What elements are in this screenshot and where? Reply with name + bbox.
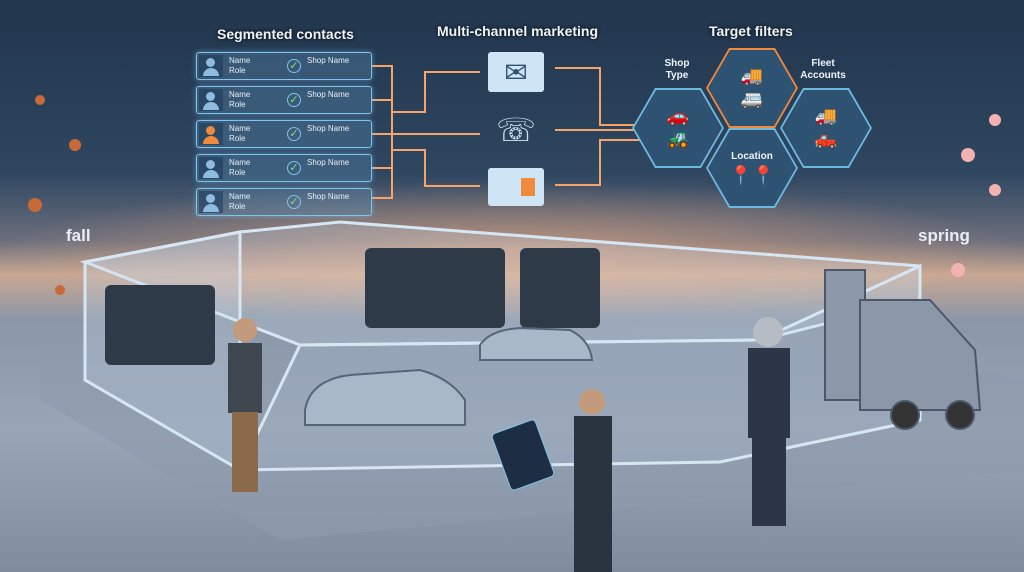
- blossoms: [951, 114, 1001, 277]
- check-icon: ✓: [287, 93, 301, 107]
- connector-lines: [372, 65, 640, 199]
- shop-name: Shop Name: [307, 158, 350, 167]
- email-icon: ✉: [488, 52, 544, 92]
- heading-segmented-contacts: Segmented contacts: [217, 26, 354, 42]
- shop-type-label: Shop Type: [664, 58, 690, 81]
- user-icon: [199, 191, 223, 213]
- tractor-icon: 🚜: [666, 129, 690, 149]
- people: [228, 317, 790, 572]
- truck-icon: 🚚: [740, 66, 764, 86]
- fleet-accounts-label: Fleet Accounts: [800, 58, 846, 81]
- user-icon: [199, 157, 223, 179]
- season-fall: fall: [66, 226, 91, 245]
- contact-role: Role: [229, 100, 246, 109]
- contact-name: Name: [229, 124, 251, 133]
- contact-name: Name: [229, 56, 251, 65]
- car-icon: 🚗: [666, 106, 690, 126]
- heading-target-filters: Target filters: [709, 23, 793, 39]
- contact-name: Name: [229, 90, 251, 99]
- map-pin-icon: 📍📍: [729, 164, 775, 185]
- contact-name: Name: [229, 158, 251, 167]
- heading-multi-channel-marketing: Multi-channel marketing: [437, 23, 599, 39]
- check-icon: ✓: [287, 195, 301, 209]
- tow-truck-icon: 🛻: [814, 129, 838, 149]
- check-icon: ✓: [287, 127, 301, 141]
- check-icon: ✓: [287, 59, 301, 73]
- contact-role: Role: [229, 168, 246, 177]
- contact-name: Name: [229, 192, 251, 201]
- location-label: Location: [731, 150, 773, 162]
- shop-name: Shop Name: [307, 56, 350, 65]
- user-icon: [199, 123, 223, 145]
- season-spring: spring: [918, 226, 970, 245]
- cars: [304, 326, 594, 426]
- mail-letter-icon: [488, 168, 544, 206]
- user-icon: [199, 89, 223, 111]
- truck-icon: 🚚: [814, 106, 838, 126]
- shop-name: Shop Name: [307, 192, 350, 201]
- leaves: [28, 95, 81, 295]
- user-icon: [199, 55, 223, 77]
- contact-role: Role: [229, 202, 246, 211]
- tire-racks: [105, 248, 600, 365]
- van-icon: 🚐: [740, 89, 764, 109]
- phone-headset-icon: ☏: [495, 112, 536, 148]
- check-icon: ✓: [287, 161, 301, 175]
- shop-name: Shop Name: [307, 124, 350, 133]
- truck: [824, 269, 982, 430]
- contact-role: Role: [229, 134, 246, 143]
- shop-name: Shop Name: [307, 90, 350, 99]
- contact-role: Role: [229, 66, 246, 75]
